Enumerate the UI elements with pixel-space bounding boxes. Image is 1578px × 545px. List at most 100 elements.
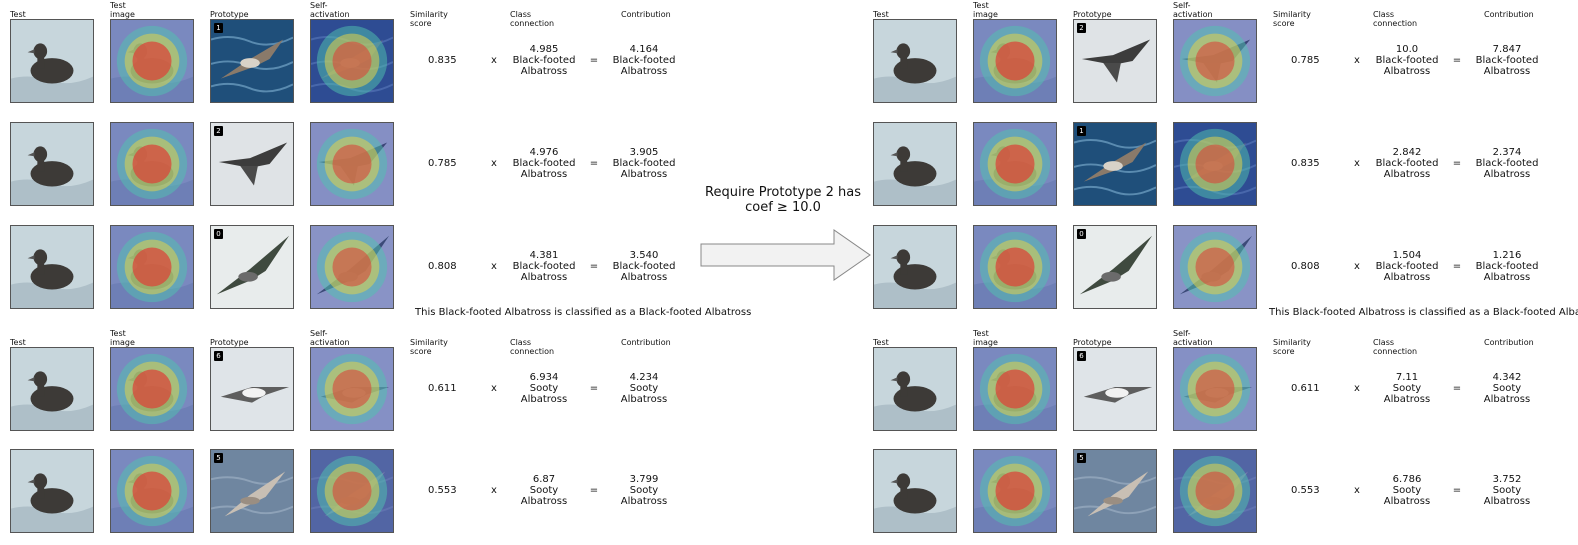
contribution: 3.905 Black-footed Albatross — [612, 147, 676, 180]
header-contribution: Contribution — [621, 10, 671, 19]
activation-map — [110, 19, 194, 103]
header-class-connection: Class connection — [510, 10, 555, 28]
prototype-badge: 0 — [1077, 229, 1086, 239]
test-image — [873, 225, 957, 309]
contribution: 7.847 Black-footed Albatross — [1475, 44, 1539, 77]
activation-map — [110, 449, 194, 533]
class-connection: 10.0 Black-footed Albatross — [1375, 44, 1439, 77]
times-operator: x — [1354, 261, 1360, 272]
class-connection: 4.976 Black-footed Albatross — [512, 147, 576, 180]
self-activation-map — [1173, 19, 1257, 103]
contribution: 3.540 Black-footed Albatross — [612, 250, 676, 283]
equals-operator: = — [1452, 485, 1462, 496]
self-activation-map — [310, 449, 394, 533]
equals-operator: = — [1452, 158, 1462, 169]
equals-operator: = — [1452, 383, 1462, 394]
equals-operator: = — [589, 485, 599, 496]
prototype-badge: 1 — [1077, 126, 1086, 136]
header-prototype: Prototype — [1073, 10, 1112, 19]
class-connection: 7.11 Sooty Albatross — [1383, 372, 1431, 405]
prototype-badge: 6 — [214, 351, 223, 361]
class-connection: 1.504 Black-footed Albatross — [1375, 250, 1439, 283]
contribution: 2.374 Black-footed Albatross — [1475, 147, 1539, 180]
self-activation-map — [1173, 347, 1257, 431]
test-image — [10, 225, 94, 309]
times-operator: x — [1354, 485, 1360, 496]
class-connection: 6.934 Sooty Albatross — [520, 372, 568, 405]
contribution: 4.234 Sooty Albatross — [620, 372, 668, 405]
times-operator: x — [491, 55, 497, 66]
prototype-badge: 0 — [214, 229, 223, 239]
prototype-badge: 5 — [1077, 453, 1086, 463]
activation-map — [110, 225, 194, 309]
test-image — [873, 347, 957, 431]
equals-operator: = — [589, 158, 599, 169]
self-activation-map — [310, 347, 394, 431]
class-connection: 2.842 Black-footed Albatross — [1375, 147, 1439, 180]
class-connection: 4.985 Black-footed Albatross — [512, 44, 576, 77]
class-connection: 6.87 Sooty Albatross — [520, 474, 568, 507]
similarity-score: 0.808 — [1291, 261, 1320, 272]
similarity-score: 0.553 — [428, 485, 457, 496]
header-similarity: Similarity score — [410, 338, 448, 356]
self-activation-map — [1173, 449, 1257, 533]
self-activation-map — [310, 225, 394, 309]
similarity-score: 0.835 — [1291, 158, 1320, 169]
times-operator: x — [491, 383, 497, 394]
times-operator: x — [491, 485, 497, 496]
header-prototype: Prototype — [210, 10, 249, 19]
similarity-score: 0.785 — [428, 158, 457, 169]
prototype-image: 0 — [210, 225, 294, 309]
prototype-image: 2 — [210, 122, 294, 206]
middle-label: Require Prototype 2 has coef ≥ 10.0 — [705, 185, 861, 215]
equals-operator: = — [589, 261, 599, 272]
equals-operator: = — [589, 55, 599, 66]
similarity-score: 0.611 — [1291, 383, 1320, 394]
activation-map — [973, 122, 1057, 206]
header-class-connection: Class connection — [1373, 10, 1418, 28]
times-operator: x — [1354, 55, 1360, 66]
times-operator: x — [491, 158, 497, 169]
activation-map — [110, 347, 194, 431]
prototype-badge: 5 — [214, 453, 223, 463]
test-image — [10, 347, 94, 431]
prototype-image: 5 — [210, 449, 294, 533]
similarity-score: 0.835 — [428, 55, 457, 66]
activation-map — [110, 122, 194, 206]
test-image — [10, 449, 94, 533]
similarity-score: 0.553 — [1291, 485, 1320, 496]
test-image — [873, 122, 957, 206]
test-image — [10, 122, 94, 206]
similarity-score: 0.611 — [428, 383, 457, 394]
similarity-score: 0.785 — [1291, 55, 1320, 66]
activation-map — [973, 225, 1057, 309]
header-class-connection: Class connection — [510, 338, 555, 356]
contribution: 3.799 Sooty Albatross — [620, 474, 668, 507]
header-prototype: Prototype — [1073, 338, 1112, 347]
equals-operator: = — [1452, 261, 1462, 272]
header-similarity: Similarity score — [1273, 338, 1311, 356]
activation-map — [973, 347, 1057, 431]
classification-caption: This Black-footed Albatross is classifie… — [1269, 307, 1578, 318]
classification-caption: This Black-footed Albatross is classifie… — [415, 307, 752, 318]
test-image — [10, 19, 94, 103]
header-prototype: Prototype — [210, 338, 249, 347]
prototype-badge: 2 — [214, 126, 223, 136]
times-operator: x — [1354, 158, 1360, 169]
prototype-image: 2 — [1073, 19, 1157, 103]
prototype-image: 5 — [1073, 449, 1157, 533]
test-image — [873, 449, 957, 533]
header-class-connection: Class connection — [1373, 338, 1418, 356]
header-contribution: Contribution — [1484, 10, 1534, 19]
contribution: 4.342 Sooty Albatross — [1483, 372, 1531, 405]
contribution: 3.752 Sooty Albatross — [1483, 474, 1531, 507]
header-contribution: Contribution — [621, 338, 671, 347]
contribution: 1.216 Black-footed Albatross — [1475, 250, 1539, 283]
prototype-image: 0 — [1073, 225, 1157, 309]
times-operator: x — [491, 261, 497, 272]
header-contribution: Contribution — [1484, 338, 1534, 347]
equals-operator: = — [589, 383, 599, 394]
times-operator: x — [1354, 383, 1360, 394]
test-image — [873, 19, 957, 103]
prototype-image: 1 — [1073, 122, 1157, 206]
